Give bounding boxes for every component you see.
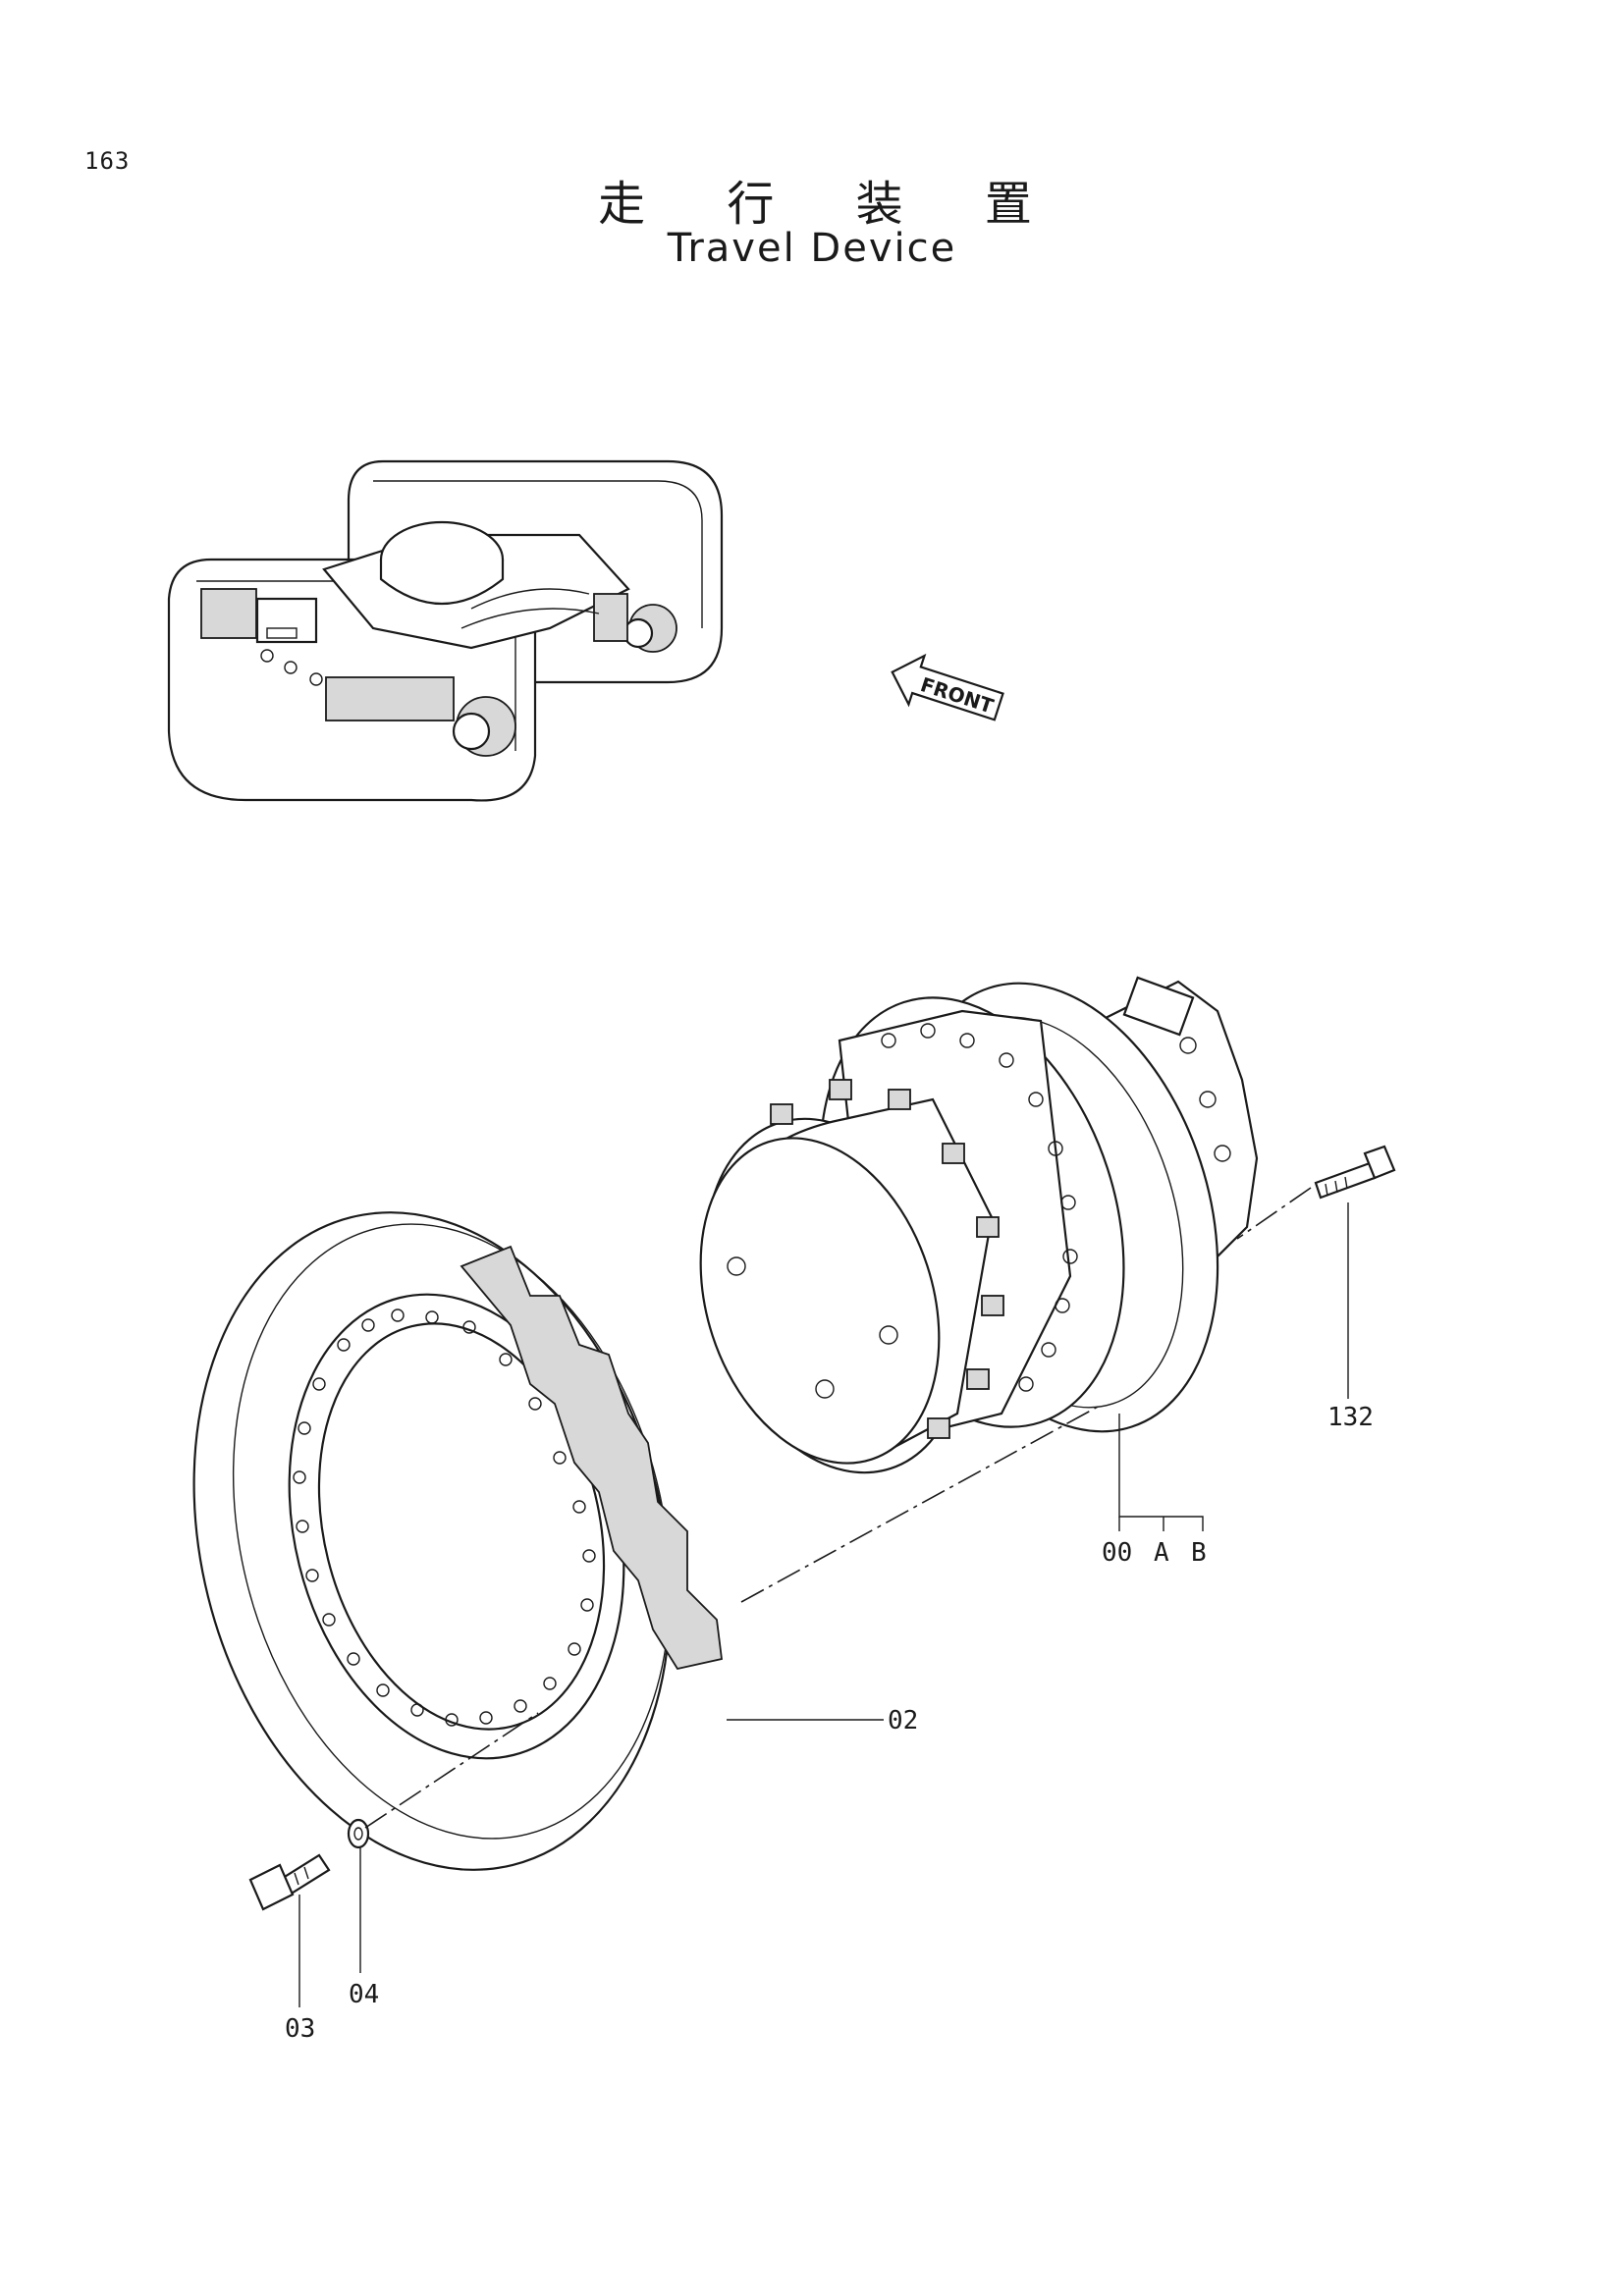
page-number: 163 <box>84 147 131 175</box>
callout-132: 132 <box>1327 1403 1374 1432</box>
housing-bolt-holes <box>881 1023 1078 1392</box>
washer-to-sprocket-axis-line <box>364 1712 539 1829</box>
page-title-english: Travel Device <box>667 226 957 271</box>
sprocket-to-motor-axis-line <box>740 1405 1101 1603</box>
page-title-japanese: 走 行 装 置 <box>598 177 1065 232</box>
front-direction-arrow: FRONT <box>891 653 1004 721</box>
plug-bolt-axis-line <box>1236 1187 1312 1240</box>
callout-03: 03 <box>285 2014 315 2044</box>
callout-00: 00 <box>1102 1538 1132 1568</box>
callout-a: A <box>1154 1538 1169 1568</box>
callout-02: 02 <box>888 1706 918 1735</box>
callout-b: B <box>1191 1538 1207 1568</box>
undercarriage-overview-drawing <box>167 459 724 802</box>
callout-04: 04 <box>349 1980 379 2009</box>
travel-motor-assembly-drawing <box>699 976 1259 1474</box>
washer-04-drawing <box>347 1818 370 1849</box>
bolt-03-drawing <box>248 1853 331 1911</box>
sprocket-ring-drawing <box>192 1211 723 1871</box>
sprocket-bolt-holes <box>293 1308 596 1727</box>
plug-bolt-132-drawing <box>1314 1145 1396 1200</box>
leader-00-ab <box>1118 1414 1204 1531</box>
